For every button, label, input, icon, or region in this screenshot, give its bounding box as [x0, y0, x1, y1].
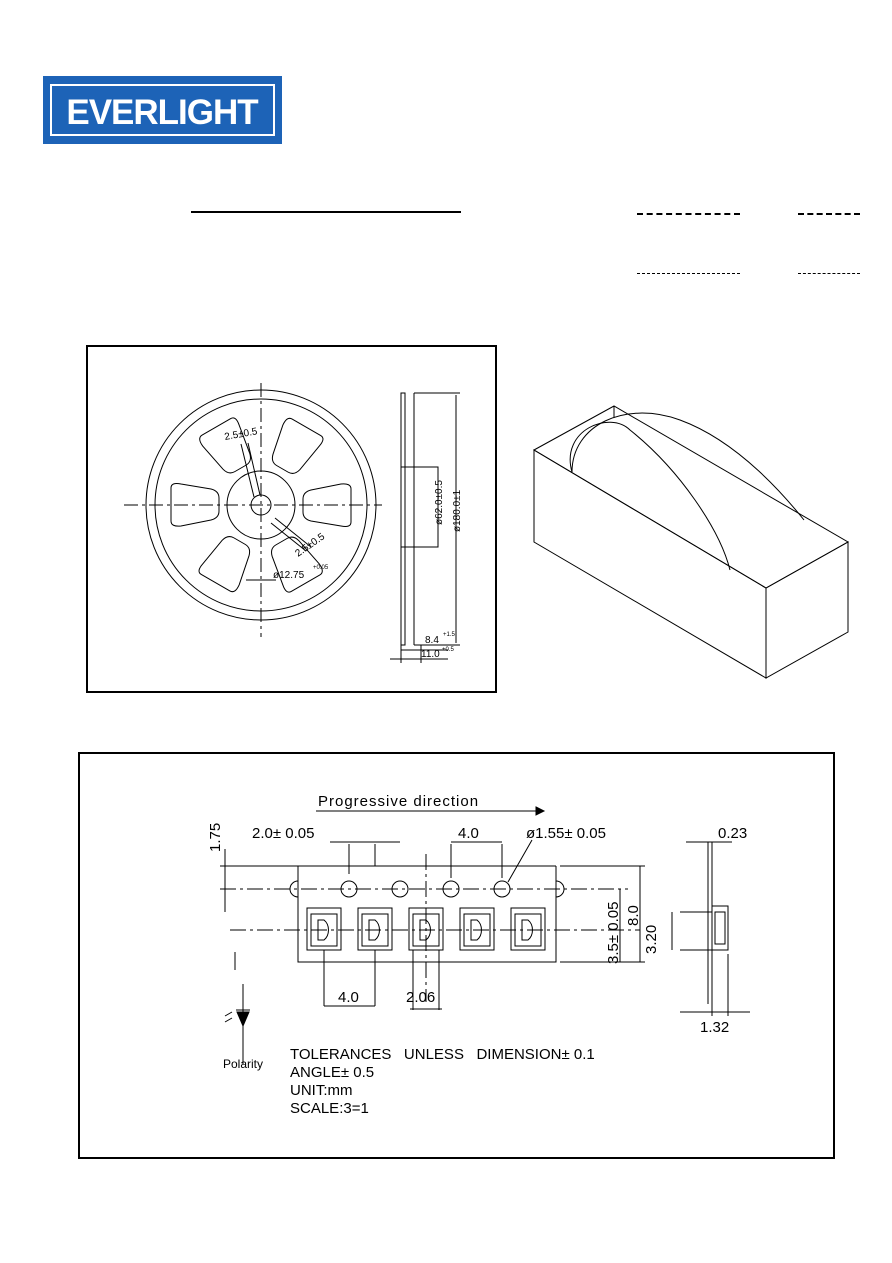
pocket	[459, 907, 495, 951]
pocket-depth-label: 3.20	[643, 925, 660, 954]
component-in-pocket	[470, 919, 482, 941]
title-underline	[191, 211, 461, 213]
sprocket-hole	[493, 880, 511, 898]
pocket	[510, 907, 546, 951]
company-logo: EVERLIGHT	[43, 76, 282, 144]
center-label: 3.5± 0.05	[605, 902, 622, 964]
field-line-4	[798, 273, 860, 274]
tape-outline	[297, 866, 557, 963]
pitch-hole-label: 2.0± 0.05	[252, 825, 314, 842]
side-width-label: 1.32	[700, 1019, 729, 1036]
polarity-ray-1	[224, 1011, 233, 1017]
dome-outline-back	[571, 412, 805, 521]
tape-right-notch	[555, 880, 565, 898]
component-3d-view	[532, 405, 850, 679]
note-angle: ANGLE± 0.5	[290, 1064, 374, 1081]
tape-width-tol-label: +1.5	[443, 632, 456, 638]
reel-side-hub	[400, 466, 439, 548]
component-front-face	[533, 449, 767, 679]
reel-width-tol-label: +0.5	[442, 647, 455, 653]
polarity-diode-icon	[236, 1011, 250, 1028]
pocket-width-label: 2.06	[406, 989, 435, 1006]
reel-width-label: 11.0	[421, 649, 440, 660]
hole-diameter-label: ø1.55± 0.05	[526, 825, 606, 842]
note-scale: SCALE:3=1	[290, 1100, 369, 1117]
width-label: 8.0	[625, 905, 642, 926]
pocket-pitch-label: 4.0	[338, 989, 359, 1006]
tape-side-profile	[680, 866, 729, 1004]
field-line-3	[637, 273, 740, 274]
thickness-label: 0.23	[718, 825, 747, 842]
note-unit: UNIT:mm	[290, 1082, 353, 1099]
slot-width-label: 2.5±0.5	[224, 426, 259, 443]
field-line-1	[637, 213, 740, 215]
component-in-pocket	[521, 919, 533, 941]
polarity-label: Polarity	[223, 1057, 263, 1071]
slot-leader-2	[274, 517, 312, 548]
slot-leader-2b	[270, 522, 307, 552]
direction-label: Progressive direction	[318, 793, 479, 810]
reel-outer-flange	[145, 389, 377, 621]
profile-pocket-inner	[714, 911, 726, 945]
tape-left-notch	[289, 880, 299, 898]
sprocket-hole	[391, 880, 409, 898]
hub-diameter-label: ø12.75	[273, 570, 305, 581]
slot-leader-1	[247, 442, 261, 496]
reel-hub	[226, 470, 296, 540]
pocket-inner	[463, 913, 491, 947]
component-in-pocket	[317, 919, 329, 941]
slot-leader-1b	[240, 443, 255, 498]
profile-pocket	[711, 905, 729, 951]
component-side-face	[765, 541, 849, 679]
reel-drawing: 2.5±0.5 2.5±0.5 ø12.75 +0.05 ø180.0±1 ø6…	[124, 383, 463, 663]
pocket-inner	[310, 913, 338, 947]
pocket-inner	[361, 913, 389, 947]
polarity-ray-2	[224, 1017, 233, 1023]
reel-drawing-frame: 2.5±0.5 2.5±0.5 ø12.75 +0.05 ø180.0±1 ø6…	[86, 345, 497, 693]
polarity-symbol	[224, 984, 250, 1064]
pocket-inner	[514, 913, 542, 947]
logo-text: EVERLIGHT	[66, 93, 258, 132]
outer-diameter-label: ø180.0±1	[452, 489, 463, 532]
hole-leader	[507, 839, 533, 883]
hub-tol-label: +0.05	[313, 565, 329, 571]
tape-width-label: 8.4	[425, 635, 439, 646]
tape-drawing: Progressive direction	[207, 793, 750, 1117]
inner-diameter-label: ø62.0±0.5	[434, 480, 445, 525]
sprocket-holes	[340, 880, 511, 898]
component-in-pocket	[368, 919, 380, 941]
pockets	[306, 907, 546, 951]
dome-outline-front	[569, 421, 731, 571]
reel-side-flange-left	[400, 392, 406, 646]
edge-label: 1.75	[207, 823, 224, 852]
sprocket-hole	[442, 880, 460, 898]
reel-spindle-hole	[250, 494, 272, 516]
tape-drawing-frame: Progressive direction	[78, 752, 835, 1159]
pitch-label: 4.0	[458, 825, 479, 842]
logo-wordmark: EVERLIGHT	[66, 93, 259, 132]
field-line-2	[798, 213, 860, 215]
note-tolerances: TOLERANCES UNLESS DIMENSION± 0.1	[290, 1046, 595, 1063]
reel-inner-flange	[154, 398, 368, 612]
sprocket-hole	[340, 880, 358, 898]
logo-frame	[50, 84, 275, 136]
direction-arrowhead	[535, 806, 546, 816]
